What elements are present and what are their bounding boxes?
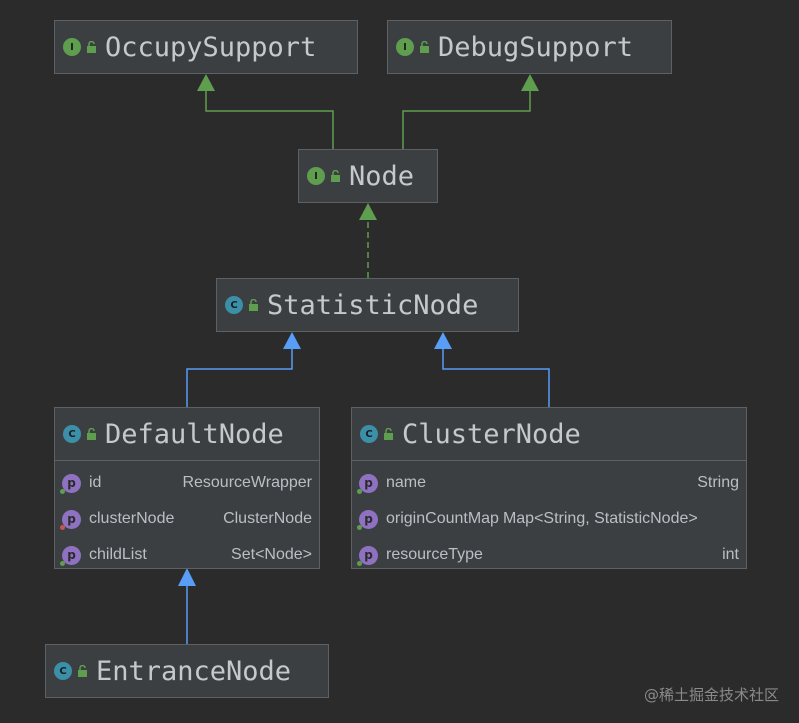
arrowhead-occupysupport (197, 74, 215, 91)
field-row[interactable]: p name String (352, 465, 746, 501)
field-row[interactable]: p originCountMap Map<String, StatisticNo… (352, 501, 746, 537)
class-icon: C (54, 662, 72, 680)
node-title: StatisticNode (267, 289, 479, 321)
field-list: p id ResourceWrapper p clusterNode Clust… (55, 461, 319, 573)
unlocked-icon (78, 665, 87, 677)
field-name: childList (89, 546, 147, 563)
field-type: int (722, 546, 739, 563)
field-row[interactable]: p childList Set<Node> (55, 537, 319, 573)
class-icon: C (63, 425, 81, 443)
interface-icon: I (63, 38, 81, 56)
node-title: OccupySupport (105, 31, 317, 63)
field-name: resourceType (386, 546, 483, 563)
unlocked-icon (249, 299, 258, 311)
property-icon: p (60, 545, 81, 566)
field-type: Map<String, StatisticNode> (502, 510, 698, 527)
arrowhead-defaultnode (178, 568, 196, 586)
property-icon: p (357, 509, 378, 530)
property-icon: p (357, 545, 378, 566)
property-icon: p (60, 473, 81, 494)
arrowhead-debugsupport (521, 74, 539, 91)
interface-icon: I (396, 38, 414, 56)
node-defaultnode[interactable]: C DefaultNode p id ResourceWrapper p clu… (54, 407, 320, 569)
class-icon: C (360, 425, 378, 443)
unlocked-icon (384, 428, 393, 440)
node-title: Node (349, 160, 415, 192)
arrowhead-statisticnode-right (434, 332, 452, 349)
node-debugsupport[interactable]: I DebugSupport (387, 20, 672, 74)
edge-node-debugsupport (402, 90, 531, 149)
field-name: clusterNode (89, 510, 175, 527)
field-name: name (386, 474, 427, 491)
edge-clusternode-statisticnode (442, 348, 550, 407)
field-type: Set<Node> (231, 546, 312, 563)
field-name: id (89, 474, 102, 491)
node-clusternode[interactable]: C ClusterNode p name String p originCoun… (351, 407, 747, 569)
edge-defaultnode-statisticnode (186, 348, 293, 407)
watermark: @稀土掘金技术社区 (643, 686, 779, 704)
field-row[interactable]: p resourceType int (352, 537, 746, 573)
node-title: EntranceNode (96, 655, 292, 687)
field-type: ClusterNode (223, 510, 312, 527)
node-title: DebugSupport (438, 31, 634, 63)
field-row[interactable]: p clusterNode ClusterNode (55, 501, 319, 537)
unlocked-icon (331, 170, 340, 182)
node-title: ClusterNode (402, 418, 581, 450)
node-statisticnode[interactable]: C StatisticNode (216, 278, 519, 332)
node-occupysupport[interactable]: I OccupySupport (54, 20, 358, 74)
divider (55, 460, 319, 461)
divider (352, 460, 746, 461)
node-entrancenode[interactable]: C EntranceNode (45, 644, 329, 698)
unlocked-icon (87, 41, 96, 53)
property-icon: p (60, 509, 81, 530)
field-name: originCountMap (386, 510, 499, 527)
unlocked-icon (87, 428, 96, 440)
class-icon: C (225, 296, 243, 314)
property-icon: p (357, 473, 378, 494)
interface-icon: I (307, 167, 325, 185)
field-type: String (697, 474, 739, 491)
field-type: ResourceWrapper (182, 474, 312, 491)
arrowhead-statisticnode-left (283, 332, 301, 349)
field-list: p name String p originCountMap Map<Strin… (352, 461, 746, 573)
unlocked-icon (420, 41, 429, 53)
field-row[interactable]: p id ResourceWrapper (55, 465, 319, 501)
node-node[interactable]: I Node (298, 149, 438, 203)
node-title: DefaultNode (105, 418, 284, 450)
edge-node-occupysupport (205, 90, 334, 149)
arrowhead-node (359, 203, 377, 220)
